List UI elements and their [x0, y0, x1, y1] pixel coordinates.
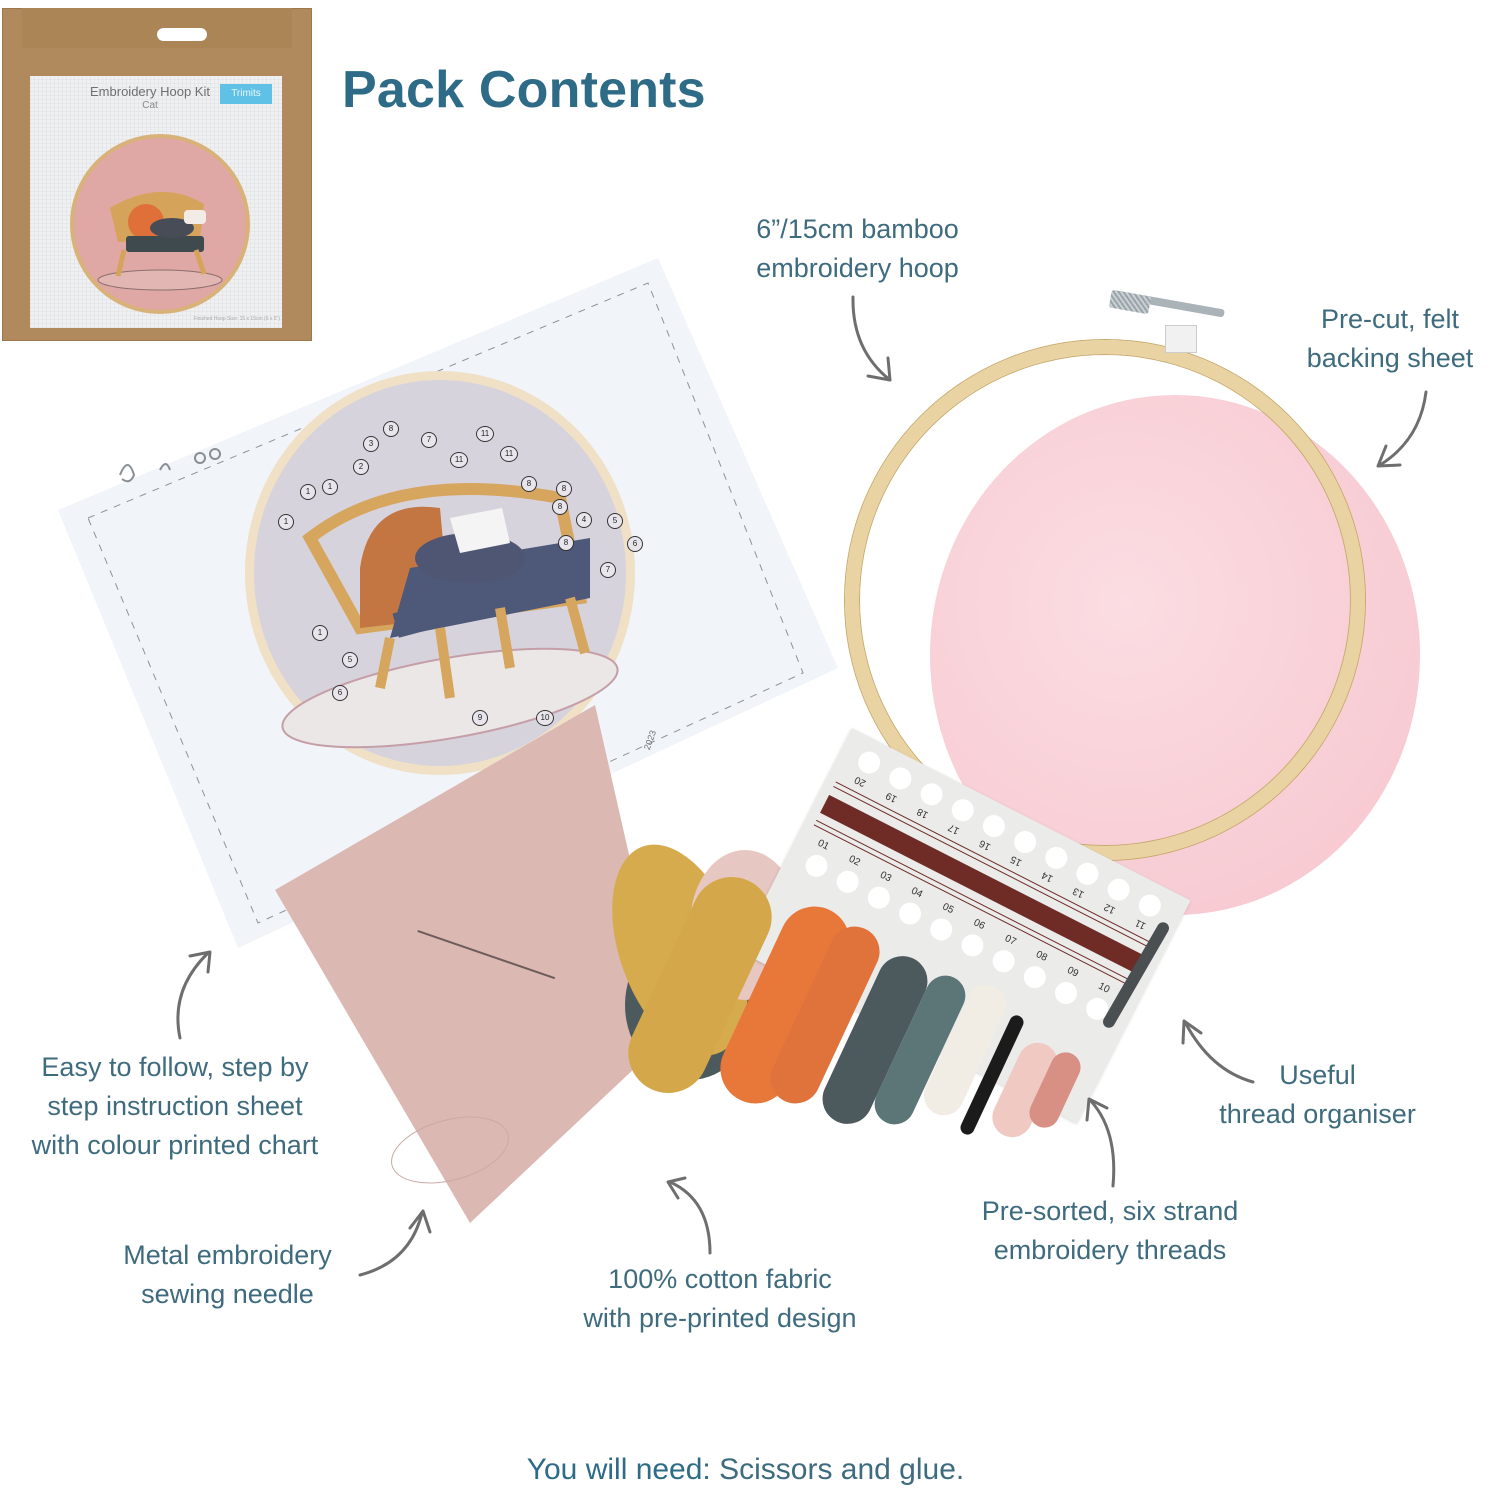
- callout-8: 8: [383, 421, 399, 437]
- callout-6: 6: [332, 685, 348, 701]
- callout-1: 1: [322, 479, 338, 495]
- you-will-need-items: Scissors and glue.: [719, 1453, 965, 1486]
- callout-5: 5: [607, 513, 623, 529]
- callout-1: 1: [278, 514, 294, 530]
- label-instructions-line2: step instruction sheet: [47, 1091, 303, 1121]
- box-window: Embroidery Hoop Kit Cat Trimits Finished…: [30, 76, 282, 328]
- callout-8: 8: [521, 476, 537, 492]
- arrow-to-fabric-icon: [668, 1180, 712, 1255]
- callout-11: 11: [476, 426, 494, 442]
- label-felt-line1: Pre-cut, felt: [1320, 304, 1460, 334]
- callout-3: 3: [363, 436, 379, 452]
- label-organiser: Useful thread organiser: [1195, 1056, 1440, 1134]
- cat-on-chair-icon: [97, 191, 223, 291]
- callout-4: 4: [576, 512, 592, 528]
- label-threads-line1: Pre-sorted, six strand: [981, 1196, 1239, 1226]
- callout-10: 10: [536, 710, 554, 726]
- label-needle: Metal embroidery sewing needle: [100, 1236, 355, 1314]
- box-title: Embroidery Hoop Kit: [90, 84, 210, 99]
- page-title: Pack Contents: [342, 61, 706, 119]
- callout-9: 9: [472, 710, 488, 726]
- label-instructions-line3: with colour printed chart: [31, 1130, 319, 1160]
- arrow-to-felt-icon: [1378, 390, 1428, 467]
- arrow-to-organiser-icon: [1183, 1020, 1255, 1084]
- callout-8: 8: [552, 499, 568, 515]
- fabric-square: [275, 705, 670, 1223]
- arrow-to-instructions-icon: [176, 951, 210, 1040]
- brand-badge: Trimits: [220, 84, 272, 104]
- product-box-image: Embroidery Hoop Kit Cat Trimits Finished…: [2, 8, 312, 341]
- label-hoop: 6”/15cm bamboo embroidery hoop: [720, 210, 995, 288]
- you-will-need-label: You will need:: [526, 1453, 711, 1486]
- arrow-to-hoop-icon: [851, 295, 892, 382]
- arrow-to-threads-icon: [1088, 1098, 1116, 1188]
- box-hoop-illustration: [70, 134, 250, 314]
- box-hanger-hole: [157, 28, 207, 41]
- stitch-diagram: [60, 430, 260, 515]
- callout-5: 5: [342, 652, 358, 668]
- label-instructions-line1: Easy to follow, step by: [41, 1052, 309, 1082]
- box-subtitle: Cat: [142, 100, 158, 111]
- label-felt: Pre-cut, felt backing sheet: [1280, 300, 1491, 378]
- callout-6: 6: [627, 536, 643, 552]
- box-hanger-tab: [22, 8, 292, 48]
- callout-11: 11: [450, 452, 468, 468]
- hoop-screw-bracket: [1165, 325, 1197, 353]
- label-needle-line1: Metal embroidery: [123, 1240, 332, 1270]
- cotton-fabric: [270, 695, 670, 1225]
- callout-7: 7: [421, 432, 437, 448]
- label-threads: Pre-sorted, six strand embroidery thread…: [950, 1192, 1270, 1270]
- label-fabric-line2: with pre-printed design: [583, 1303, 857, 1333]
- label-organiser-line2: thread organiser: [1219, 1099, 1416, 1129]
- callout-11: 11: [500, 446, 518, 462]
- callout-7: 7: [600, 562, 616, 578]
- you-will-need-note: You will need: Scissors and glue.: [0, 1453, 1491, 1487]
- callout-2: 2: [353, 459, 369, 475]
- callout-1: 1: [312, 625, 328, 641]
- label-hoop-line2: embroidery hoop: [756, 253, 959, 283]
- label-threads-line2: embroidery threads: [993, 1235, 1227, 1265]
- callout-8: 8: [558, 535, 574, 551]
- box-footnote: Finished Hoop Size: 15 x 15cm (6 x 6"): [193, 316, 280, 322]
- label-hoop-line1: 6”/15cm bamboo: [756, 214, 959, 244]
- label-instructions: Easy to follow, step by step instruction…: [0, 1048, 350, 1165]
- callout-8: 8: [556, 481, 572, 497]
- label-fabric-line1: 100% cotton fabric: [608, 1264, 832, 1294]
- label-organiser-line1: Useful: [1279, 1060, 1356, 1090]
- label-fabric: 100% cotton fabric with pre-printed desi…: [550, 1260, 890, 1338]
- label-needle-line2: sewing needle: [141, 1279, 314, 1309]
- arrow-to-needle-icon: [358, 1211, 424, 1277]
- label-felt-line2: backing sheet: [1306, 343, 1474, 373]
- callout-1: 1: [300, 484, 316, 500]
- stitch-guide-icon: [119, 448, 221, 483]
